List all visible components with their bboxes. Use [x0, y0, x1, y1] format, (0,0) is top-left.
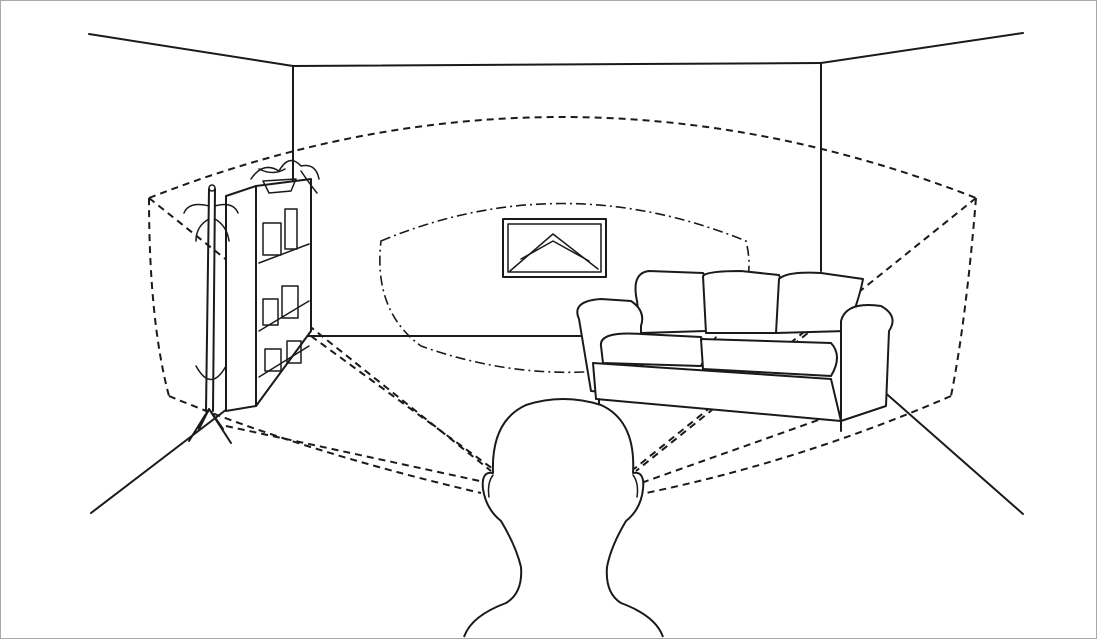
- coat-stand-base: [189, 409, 231, 443]
- sofa: [577, 271, 892, 431]
- bookshelf: [226, 161, 319, 411]
- floor-right-edge: [881, 389, 1023, 514]
- peripheral-field-left-side: [149, 198, 169, 396]
- sofa-right-arm: [841, 305, 893, 421]
- ceiling-left-edge: [89, 34, 293, 66]
- listener-head: [464, 399, 663, 637]
- peripheral-field-lower-left: [169, 396, 481, 493]
- picture-mountain-ridge: [521, 241, 589, 261]
- floor-left-edge: [91, 406, 231, 513]
- coat-stand-finial: [209, 185, 215, 191]
- coat-stand-pole-right: [213, 189, 215, 411]
- picture-frame: [503, 219, 606, 277]
- coat-stand-umbrella-holder: [196, 366, 226, 380]
- sofa-back-cushion-1: [636, 271, 709, 333]
- sofa-back-cushion-2: [703, 271, 782, 333]
- peripheral-field-right-side: [951, 198, 976, 396]
- wall-picture: [503, 219, 606, 277]
- sofa-seat-cushion-right: [701, 339, 837, 376]
- bookshelf-front: [256, 179, 311, 406]
- ceiling-right-edge: [821, 33, 1023, 63]
- sightline-low-left: [226, 426, 489, 483]
- sightline-mid-left: [311, 336, 493, 469]
- bookshelf-side: [226, 186, 256, 411]
- ceiling-back-edge: [293, 63, 821, 66]
- sightline-upper-right: [636, 198, 976, 471]
- picture-mountain: [510, 234, 598, 271]
- picture-inner-frame: [508, 224, 601, 272]
- sofa-seat-cushion-left: [601, 334, 705, 367]
